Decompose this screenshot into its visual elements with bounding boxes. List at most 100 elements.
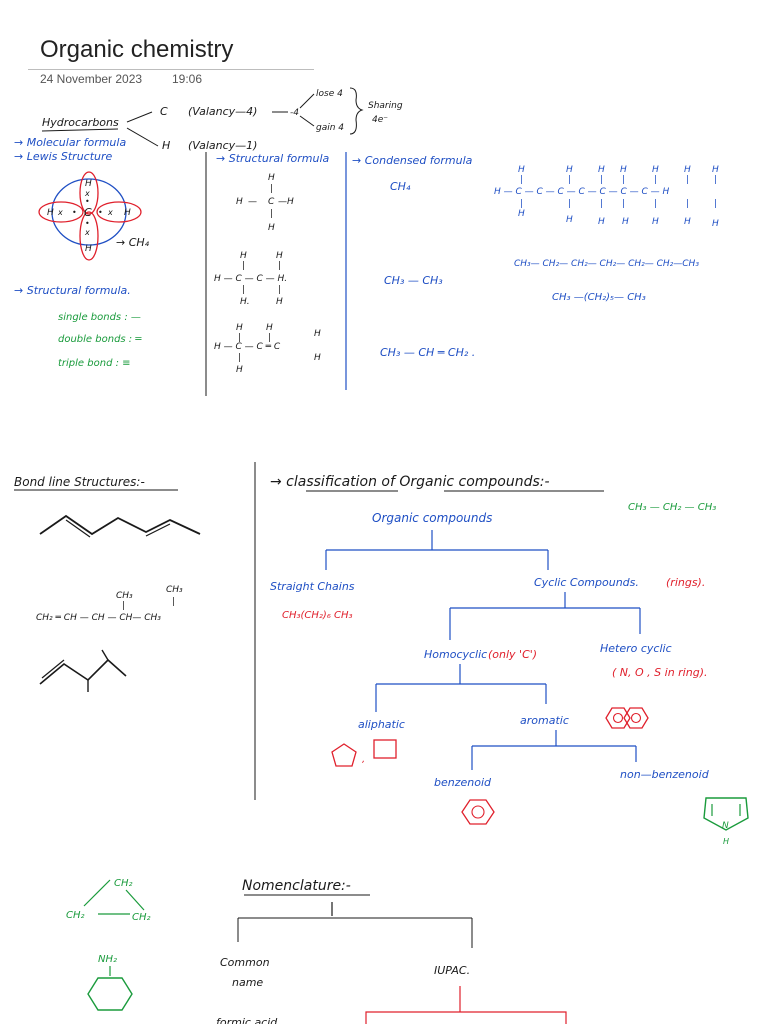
- single-bond-label: single bonds : —: [58, 312, 141, 323]
- aliphatic-node: aliphatic: [358, 718, 405, 731]
- ch3-branch-a: CH₃: [116, 591, 133, 601]
- carbon-valency: (Valancy—4): [188, 105, 257, 118]
- svg-text:H: H: [598, 165, 605, 175]
- svg-text:|: |: [686, 175, 689, 185]
- structural-formula-header: → Structural formula: [216, 152, 330, 165]
- svg-text:|: |: [654, 175, 657, 185]
- svg-text:H — C — C — C — C — C — C —: H — C — C — C — C — C — C — C — H: [494, 187, 670, 197]
- svg-text:|: |: [686, 199, 689, 209]
- svg-text:|: |: [714, 199, 717, 209]
- classification-title: → classification of Organic compounds:-: [270, 474, 550, 490]
- pyrrole-ring: [703, 797, 749, 831]
- cyclobutane-ring: [373, 739, 397, 759]
- classification-tree-lines: [325, 530, 641, 770]
- svg-text:H: H: [314, 329, 321, 339]
- hydrogen-valency: (Valancy—1): [188, 139, 257, 152]
- cyclopropane-ch2-left: CH₂: [66, 910, 85, 921]
- svg-text:H: H: [236, 365, 243, 375]
- cyclopropane-ch2-right: CH₂: [132, 912, 151, 923]
- svg-text:H — C — C — H.: H — C — C — H.: [214, 274, 287, 284]
- aromatic-node: aromatic: [520, 714, 569, 727]
- svg-text:H: H: [566, 215, 573, 225]
- svg-text:x: x: [84, 189, 90, 198]
- svg-text:C: C: [268, 197, 275, 207]
- svg-text:H: H: [566, 165, 573, 175]
- pyrrole-hydrogen: H: [723, 837, 729, 846]
- page-date: 24 November 2023: [40, 72, 143, 86]
- svg-text:|: |: [654, 199, 657, 209]
- straight-chains-node: Straight Chains: [270, 580, 355, 593]
- svg-text:H: H: [518, 165, 525, 175]
- condensed-formula-header: → Condensed formula: [352, 154, 473, 167]
- svg-text:H: H: [47, 208, 54, 218]
- lose-4-label: lose 4: [316, 89, 343, 99]
- hydrocarbons-label: Hydrocarbons: [42, 116, 119, 129]
- svg-text:|: |: [172, 597, 175, 607]
- methane-condensed: CH₄: [390, 180, 411, 193]
- structural-formula-title: → Structural formula.: [14, 284, 131, 297]
- cyclopropane-ch2-top: CH₂: [114, 878, 133, 889]
- svg-text:H: H: [236, 323, 243, 333]
- benzenoid-node: benzenoid: [434, 776, 492, 789]
- pyrrole-nitrogen: N: [722, 821, 729, 831]
- svg-text:H: H: [684, 217, 691, 227]
- cyclopentane-ring: [331, 743, 357, 767]
- svg-text:H: H: [240, 251, 247, 261]
- svg-text:|: |: [600, 175, 603, 185]
- svg-text:x: x: [57, 208, 63, 217]
- svg-text:H: H: [314, 353, 321, 363]
- heptane-structural: H H H H H H H | | | | | | | H — C — C — C — C — C …: [494, 165, 719, 229]
- svg-text:|: |: [278, 285, 281, 295]
- carbon-symbol: C: [160, 105, 168, 118]
- svg-text:H: H: [276, 251, 283, 261]
- svg-text:|: |: [568, 199, 571, 209]
- hydrogen-symbol: H: [162, 139, 170, 152]
- heterocyclic-node: Hetero cyclic: [600, 642, 672, 655]
- svg-text:|: |: [600, 199, 603, 209]
- svg-text:x: x: [107, 208, 113, 217]
- svg-text:—H: —H: [278, 197, 294, 207]
- svg-text:H: H: [622, 217, 629, 227]
- svg-text:|: |: [122, 601, 125, 611]
- branched-bond-line: [39, 658, 127, 685]
- title-divider: [28, 69, 314, 70]
- ch3-branch-b: CH₃: [166, 585, 183, 595]
- svg-text:|: |: [622, 175, 625, 185]
- svg-text:|: |: [622, 199, 625, 209]
- straight-chains-example: CH₃(CH₂)₆ CH₃: [282, 610, 353, 621]
- ethane-condensed: CH₃ — CH₃: [384, 274, 443, 287]
- svg-text:H: H: [266, 323, 273, 333]
- sharing-label: Sharing: [368, 101, 403, 111]
- svg-text:|: |: [714, 175, 717, 185]
- svg-text:•: •: [72, 208, 77, 217]
- page-time: 19:06: [172, 72, 203, 86]
- gain-4-label: gain 4: [316, 123, 344, 133]
- heptane-condensed: CH₃— CH₂— CH₂— CH₂— CH₂— CH₂—CH₃: [514, 259, 699, 269]
- svg-text:|: |: [568, 175, 571, 185]
- naphthalene-ring-right: [623, 707, 649, 729]
- common-name-label-2: name: [232, 976, 263, 989]
- common-name-label: Common: [220, 956, 270, 969]
- svg-text:|: |: [520, 175, 523, 185]
- svg-text:H: H: [598, 217, 605, 227]
- svg-text:|: |: [520, 199, 523, 209]
- svg-text:|: |: [268, 333, 271, 343]
- svg-text:H: H: [684, 165, 691, 175]
- hetero-atoms-note: ( N, O , S in ring).: [612, 666, 707, 679]
- svg-text:H: H: [236, 197, 243, 207]
- page-title: Organic chemistry: [40, 36, 234, 63]
- svg-text:H: H: [712, 219, 719, 229]
- benzene-ring: [461, 799, 495, 825]
- svg-text:-4: -4: [290, 108, 299, 118]
- svg-text:C: C: [84, 206, 92, 219]
- svg-text:|: |: [238, 353, 241, 363]
- organic-compounds-node: Organic compounds: [372, 511, 492, 525]
- triple-bond-label: triple bond : ≡: [58, 358, 131, 369]
- svg-text:H: H: [268, 173, 275, 183]
- svg-text:H.: H.: [240, 297, 250, 307]
- iupac-label: IUPAC.: [434, 964, 470, 977]
- bond-line-title: Bond line Structures:-: [14, 475, 145, 489]
- svg-text:H: H: [268, 223, 275, 233]
